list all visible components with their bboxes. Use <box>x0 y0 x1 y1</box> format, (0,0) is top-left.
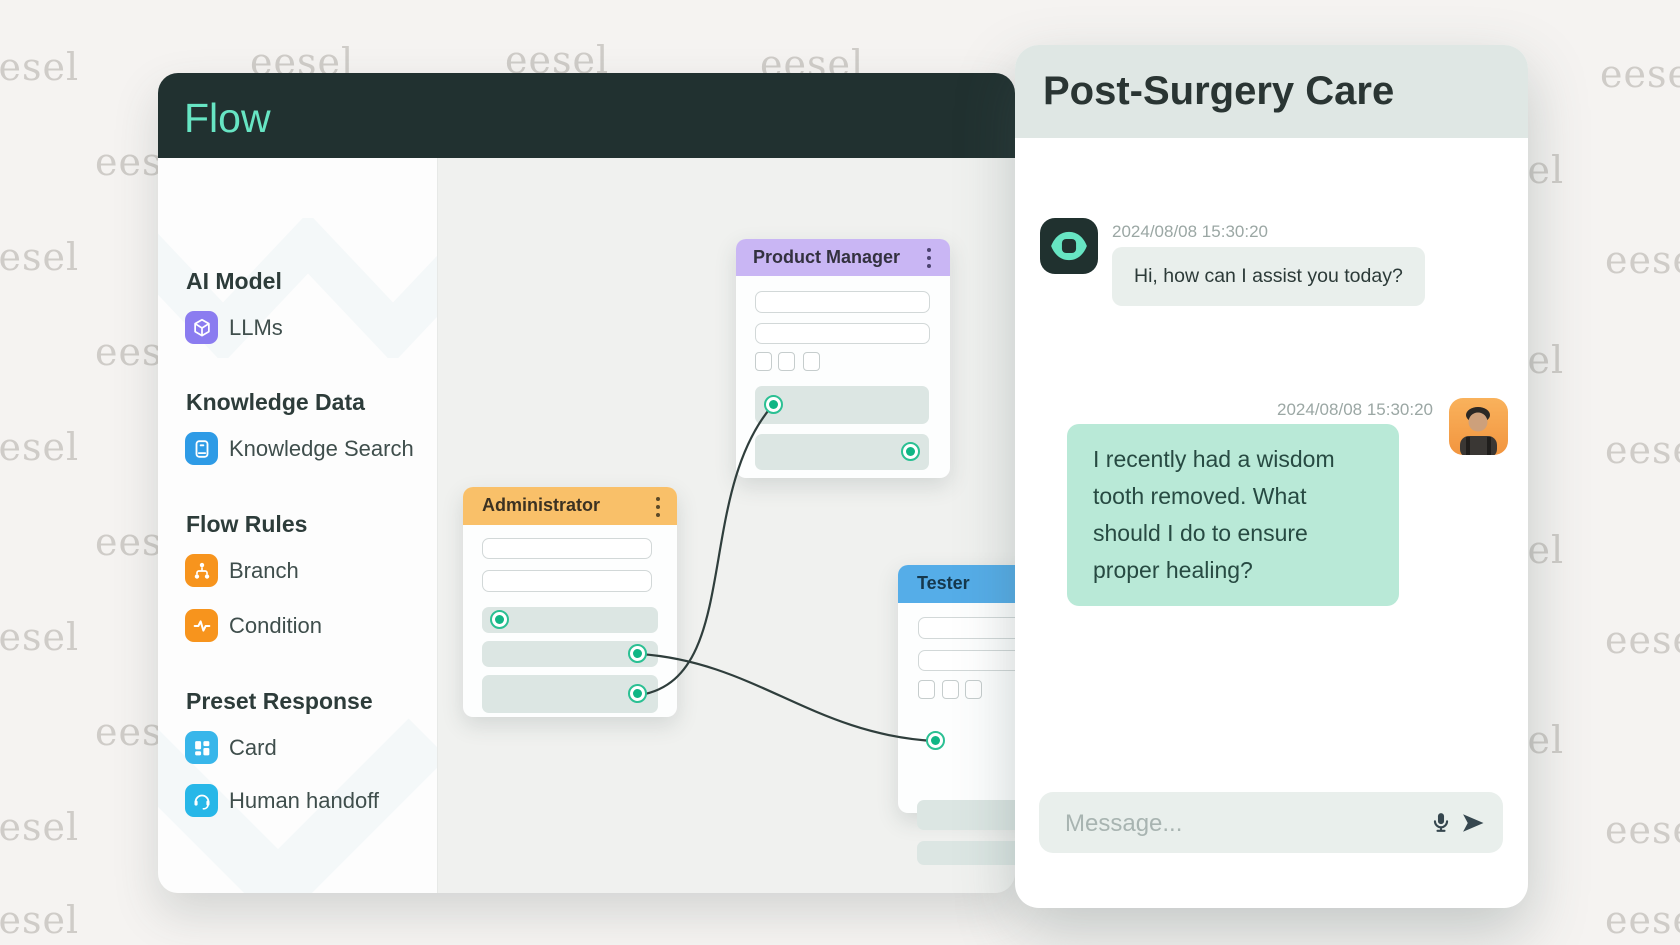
flow-node-product-manager[interactable]: Product Manager <box>736 239 950 478</box>
watermark-text: eesel <box>1605 238 1680 282</box>
user-message-bubble: I recently had a wisdom tooth removed. W… <box>1067 424 1399 606</box>
port-tester-in[interactable] <box>926 731 945 750</box>
watermark-text: eesel <box>1600 52 1680 96</box>
section-heading-knowledge-data: Knowledge Data <box>186 389 365 415</box>
node-field <box>482 538 652 559</box>
node-field <box>918 617 1015 639</box>
sidebar-item-knowledge-search[interactable]: Knowledge Search <box>229 436 414 461</box>
section-heading-ai-model: AI Model <box>186 268 282 294</box>
node-field <box>755 291 930 313</box>
message-timestamp: 2024/08/08 15:30:20 <box>1112 222 1268 241</box>
node-title: Administrator <box>482 495 601 515</box>
node-title: Product Manager <box>753 247 901 267</box>
message-timestamp: 2024/08/08 15:30:20 <box>1277 400 1433 419</box>
node-option <box>965 680 982 699</box>
watermark-text: eesel <box>0 235 80 279</box>
sidebar-item-card[interactable]: Card <box>229 735 277 760</box>
watermark-text: eesel <box>1605 898 1680 942</box>
watermark-text: eesel <box>1605 808 1680 852</box>
eesel-logo-icon <box>1051 231 1087 261</box>
user-avatar <box>1449 398 1508 455</box>
node-slot <box>482 607 658 633</box>
watermark-text: eesel <box>0 45 80 89</box>
book-icon <box>185 432 218 465</box>
node-option <box>755 352 772 371</box>
port-administrator-out-1[interactable] <box>628 644 647 663</box>
node-option <box>778 352 795 371</box>
sitemap-icon <box>185 554 218 587</box>
message-input[interactable] <box>1063 792 1397 855</box>
node-header[interactable] <box>736 239 950 276</box>
watermark-text: eesel <box>0 805 80 849</box>
send-icon[interactable] <box>1459 809 1487 837</box>
node-title: Tester <box>917 573 970 593</box>
flow-builder-window: Flow AI Model LLMs Knowledge Data Knowle… <box>158 73 1015 893</box>
watermark-text: eesel <box>0 615 80 659</box>
bot-message-bubble: Hi, how can I assist you today? <box>1112 247 1425 306</box>
grid-icon <box>185 731 218 764</box>
flow-node-tester[interactable]: Tester <box>898 565 1015 865</box>
message-composer <box>1039 792 1503 855</box>
node-header[interactable] <box>898 565 1015 603</box>
chat-header-bar: Post-Surgery Care <box>1015 45 1528 138</box>
watermark-text: eesel <box>0 898 80 942</box>
kebab-menu-icon[interactable] <box>920 245 938 271</box>
node-option <box>942 680 959 699</box>
section-heading-flow-rules: Flow Rules <box>186 511 308 537</box>
microphone-icon[interactable] <box>1427 809 1455 837</box>
section-heading-preset-response: Preset Response <box>186 688 373 714</box>
flow-window-title: Flow <box>184 95 271 141</box>
node-slot <box>917 800 1015 830</box>
sidebar-item-branch[interactable]: Branch <box>229 558 299 583</box>
node-option <box>918 680 935 699</box>
watermark-text: eesel <box>1605 618 1680 662</box>
kebab-menu-icon[interactable] <box>649 494 667 520</box>
flow-node-administrator[interactable]: Administrator <box>463 487 677 717</box>
flow-header-bar: Flow <box>158 73 1015 158</box>
sidebar-item-condition[interactable]: Condition <box>229 613 322 638</box>
pulse-icon <box>185 609 218 642</box>
port-administrator-in[interactable] <box>490 610 509 629</box>
node-field <box>755 323 930 344</box>
node-slot <box>755 434 929 470</box>
headset-icon <box>185 784 218 817</box>
chat-title: Post-Surgery Care <box>1043 69 1395 113</box>
sidebar-item-human-handoff[interactable]: Human handoff <box>229 788 380 813</box>
cube-icon <box>185 311 218 344</box>
component-sidebar: AI Model LLMs Knowledge Data Knowledge S… <box>158 158 438 893</box>
node-option <box>803 352 820 371</box>
port-administrator-out-2[interactable] <box>628 684 647 703</box>
bot-avatar <box>1040 218 1098 274</box>
port-product-manager-out[interactable] <box>901 442 920 461</box>
watermark-text: eesel <box>1605 428 1680 472</box>
chat-preview-panel: Post-Surgery Care 2024/08/08 15:30:20 Hi… <box>1015 45 1528 908</box>
node-field <box>482 570 652 592</box>
node-slot <box>917 841 1015 865</box>
watermark-text: eesel <box>0 425 80 469</box>
port-product-manager-in[interactable] <box>764 395 783 414</box>
node-field <box>918 650 1015 671</box>
sidebar-item-llms[interactable]: LLMs <box>229 315 283 340</box>
node-slot <box>755 386 929 424</box>
